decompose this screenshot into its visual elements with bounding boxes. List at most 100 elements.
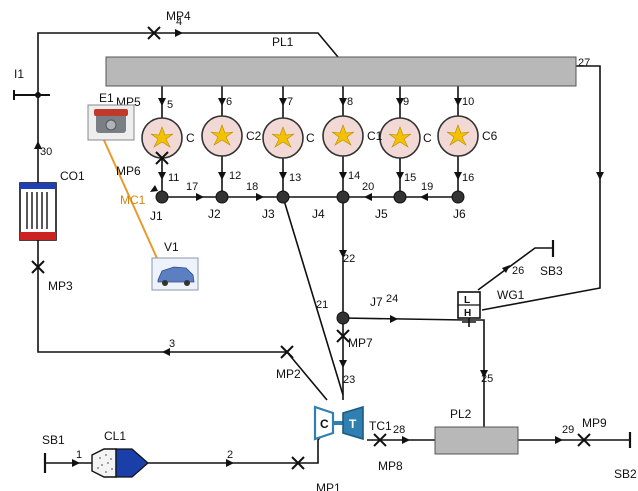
flow-arrow: [218, 172, 226, 180]
junction-j7[interactable]: [337, 312, 349, 324]
pipe-24-line[interactable]: [343, 318, 465, 320]
engine-e1[interactable]: [88, 105, 134, 140]
junction-j1[interactable]: [156, 191, 168, 203]
cylinder-5[interactable]: [380, 118, 420, 158]
compressor-label: C: [320, 417, 329, 431]
pipe-7-label: 7: [287, 96, 293, 108]
intercooler-blue-band: [20, 183, 56, 189]
plenum-pl2[interactable]: [435, 427, 518, 454]
plenum-pl2-label: PL2: [450, 407, 472, 421]
air-cleaner-housing: [116, 449, 148, 477]
cylinder-4-label: C1: [367, 129, 383, 143]
measure-point-mp9-label: MP9: [582, 416, 607, 430]
measure-point-mp1-label: MP1: [316, 481, 341, 491]
flow-arrow: [596, 172, 604, 180]
plenum-pl1-label: PL1: [272, 35, 294, 49]
flow-arrow: [339, 98, 347, 106]
air-cleaner-cl1[interactable]: [92, 449, 148, 477]
intercooler-co1-label: CO1: [60, 169, 85, 183]
flow-arrow: [256, 193, 264, 201]
flow-arrow: [158, 98, 166, 106]
flow-arrow: [339, 360, 347, 368]
flow-arrow: [279, 172, 287, 180]
car-wheel-icon: [162, 280, 168, 286]
pipe-15-label: 15: [404, 172, 416, 184]
pipe-28-label: 28: [393, 424, 405, 436]
flow-arrow: [396, 172, 404, 180]
cylinder-1[interactable]: [142, 118, 182, 158]
junction-j6-label: J6: [453, 207, 466, 221]
flow-arrow: [420, 193, 428, 201]
junction-j3-label: J3: [262, 207, 275, 221]
injector-i1-label: I1: [14, 67, 24, 81]
pipe-26-label: 26: [512, 265, 524, 277]
pipe-18-label: 18: [246, 181, 258, 193]
pipe-14-label: 14: [348, 170, 360, 182]
engine-e1-label: E1: [99, 91, 114, 105]
pipe-16-label: 16: [462, 172, 474, 184]
flow-arrow: [196, 193, 204, 201]
measure-point-mp7-label: MP7: [348, 336, 373, 350]
junction-j2-label: J2: [208, 207, 221, 221]
junction-j7-label: J7: [370, 295, 383, 309]
system-boundary-sb1-label: SB1: [42, 433, 65, 447]
system-boundary-sb3-label: SB3: [540, 264, 563, 278]
vehicle-v1-label: V1: [164, 240, 179, 254]
intercooler-red-band: [20, 232, 56, 240]
cylinder-4[interactable]: [323, 116, 363, 156]
pipe-2-label: 2: [227, 449, 233, 461]
injector-i1[interactable]: [14, 90, 50, 100]
junction-j2[interactable]: [216, 191, 228, 203]
system-boundary-sb2-label: SB2: [614, 467, 637, 481]
pipe-29-label: 29: [562, 424, 574, 436]
cylinder-3[interactable]: [263, 118, 303, 158]
flow-arrow: [150, 185, 158, 192]
vehicle-v1[interactable]: [152, 258, 198, 290]
cylinder-2[interactable]: [202, 116, 242, 156]
junction-j5-label: J5: [375, 207, 388, 221]
cylinder-2-label: C2: [246, 129, 262, 143]
pipe-12-label: 12: [229, 170, 241, 182]
air-cleaner-cl1-label: CL1: [104, 429, 126, 443]
flow-arrow: [364, 193, 372, 201]
flow-arrow: [454, 172, 462, 180]
junction-j4[interactable]: [337, 191, 349, 203]
plenum-pl1-body[interactable]: [106, 57, 576, 86]
plenum-pl2-body[interactable]: [435, 427, 518, 454]
flow-arrow: [218, 98, 226, 106]
junction-nodes: [156, 191, 464, 324]
pipe-13-label: 13: [289, 172, 301, 184]
plenum-pl1[interactable]: [106, 57, 576, 86]
flow-arrow: [175, 29, 183, 37]
pipe-8-label: 8: [347, 96, 353, 108]
pipe-24-label: 24: [386, 293, 398, 305]
junction-j3[interactable]: [277, 191, 289, 203]
intercooler-co1[interactable]: [20, 183, 56, 240]
pipe-21-line[interactable]: [283, 197, 343, 395]
pipe-10-label: 10: [462, 96, 474, 108]
pipe-30-label: 30: [40, 146, 52, 158]
flow-arrow: [390, 315, 398, 323]
pipe-21-label: 21: [316, 299, 328, 311]
pipe-23-label: 23: [343, 374, 355, 386]
pipe-27-label: 27: [578, 57, 590, 69]
junction-j6[interactable]: [452, 191, 464, 203]
flow-arrow: [402, 436, 410, 444]
pipe-25-label: 25: [481, 373, 493, 385]
junction-j4-label: J4: [312, 207, 325, 221]
engine-pulley-icon: [106, 120, 116, 130]
measure-point-mp6-label: MP6: [116, 164, 141, 178]
pipe-5-label: 5: [167, 99, 173, 111]
measure-points: [32, 27, 590, 469]
junction-j5[interactable]: [394, 191, 406, 203]
pipe-22-label: 22: [343, 253, 355, 265]
pipe-11-label: 11: [168, 172, 179, 184]
cylinder-1-label: C: [186, 131, 195, 145]
pipe-4-label: 4: [176, 16, 182, 28]
intercooler-body: [20, 183, 56, 240]
pipe-1-label: 1: [76, 449, 82, 461]
cylinder-6[interactable]: [438, 116, 478, 156]
pipe-3-label: 3: [169, 338, 175, 350]
